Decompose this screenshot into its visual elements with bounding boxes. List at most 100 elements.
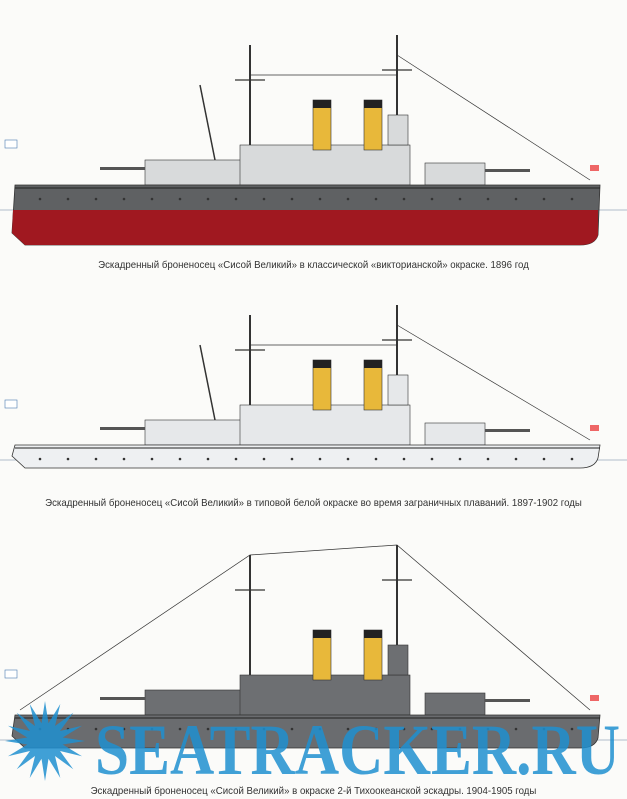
porthole xyxy=(150,457,154,461)
underwater-hull xyxy=(12,210,598,245)
superstructure xyxy=(239,674,411,716)
watermark-logo: SEATRACKER.RU xyxy=(5,701,620,782)
porthole xyxy=(290,727,294,731)
porthole xyxy=(262,197,266,201)
porthole xyxy=(486,197,490,201)
porthole xyxy=(178,727,182,731)
porthole xyxy=(234,197,238,201)
porthole xyxy=(290,197,294,201)
porthole xyxy=(206,727,210,731)
porthole xyxy=(94,727,98,731)
porthole xyxy=(122,197,126,201)
aft-turret xyxy=(424,162,486,186)
porthole xyxy=(122,457,126,461)
porthole xyxy=(262,457,266,461)
porthole xyxy=(458,457,462,461)
porthole xyxy=(402,197,406,201)
superstructure xyxy=(239,144,411,186)
porthole xyxy=(430,727,434,731)
porthole xyxy=(458,727,462,731)
porthole xyxy=(430,457,434,461)
caption-white: Эскадренный броненосец «Сисой Великий» в… xyxy=(45,497,582,509)
jack-flag xyxy=(4,399,18,409)
watermark-text: SEATRACKER.RU xyxy=(95,710,620,782)
funnel-cap xyxy=(364,360,382,368)
jack-flag xyxy=(4,139,18,149)
porthole xyxy=(430,197,434,201)
caption-victorian: Эскадренный броненосец «Сисой Великий» в… xyxy=(98,259,529,271)
forward-guns xyxy=(100,427,145,430)
funnel-cap xyxy=(313,630,331,638)
porthole xyxy=(262,727,266,731)
porthole xyxy=(374,197,378,201)
porthole xyxy=(178,197,182,201)
aft-guns xyxy=(485,699,530,702)
porthole xyxy=(514,727,518,731)
superstructure xyxy=(239,404,411,446)
porthole xyxy=(206,197,210,201)
porthole xyxy=(318,197,322,201)
ship-illustration-white xyxy=(0,305,627,469)
porthole xyxy=(514,197,518,201)
forward-turret xyxy=(144,159,246,186)
ship-illustration-wartime xyxy=(0,544,627,749)
star-burst xyxy=(5,701,85,781)
porthole xyxy=(150,727,154,731)
porthole xyxy=(374,457,378,461)
porthole xyxy=(486,457,490,461)
porthole xyxy=(150,197,154,201)
stern-flag xyxy=(590,165,599,171)
porthole xyxy=(542,197,546,201)
hull xyxy=(11,444,601,469)
porthole xyxy=(346,457,350,461)
bridge xyxy=(387,374,409,406)
porthole xyxy=(514,457,518,461)
hull xyxy=(11,714,601,749)
porthole xyxy=(346,727,350,731)
forward-guns xyxy=(100,167,145,170)
star-burst-icon xyxy=(5,701,85,781)
aft-turret xyxy=(424,422,486,446)
forward-turret xyxy=(144,419,246,446)
porthole xyxy=(206,457,210,461)
porthole xyxy=(458,197,462,201)
forward-guns xyxy=(100,697,145,700)
stern-flag xyxy=(590,695,599,701)
porthole xyxy=(318,727,322,731)
jack-flag xyxy=(4,669,18,679)
porthole xyxy=(290,457,294,461)
porthole xyxy=(66,197,70,201)
porthole xyxy=(234,727,238,731)
forward-turret xyxy=(144,689,246,716)
bridge xyxy=(387,644,409,676)
porthole xyxy=(402,727,406,731)
porthole xyxy=(94,197,98,201)
stern-flag xyxy=(590,425,599,431)
porthole xyxy=(234,457,238,461)
rigging xyxy=(396,54,591,181)
funnel-cap xyxy=(313,100,331,108)
porthole xyxy=(570,197,574,201)
porthole xyxy=(38,197,42,201)
rigging xyxy=(19,544,591,711)
funnel-cap xyxy=(364,630,382,638)
aft-guns xyxy=(485,169,530,172)
porthole xyxy=(402,457,406,461)
caption-wartime: Эскадренный броненосец «Сисой Великий» в… xyxy=(90,785,537,797)
porthole xyxy=(66,457,70,461)
funnel-cap xyxy=(364,100,382,108)
porthole xyxy=(486,727,490,731)
porthole xyxy=(570,457,574,461)
porthole xyxy=(94,457,98,461)
bridge xyxy=(387,114,409,146)
aft-guns xyxy=(485,429,530,432)
porthole xyxy=(318,457,322,461)
porthole xyxy=(542,457,546,461)
porthole xyxy=(570,727,574,731)
porthole xyxy=(374,727,378,731)
funnel-cap xyxy=(313,360,331,368)
porthole xyxy=(38,457,42,461)
porthole xyxy=(542,727,546,731)
porthole xyxy=(178,457,182,461)
porthole xyxy=(346,197,350,201)
